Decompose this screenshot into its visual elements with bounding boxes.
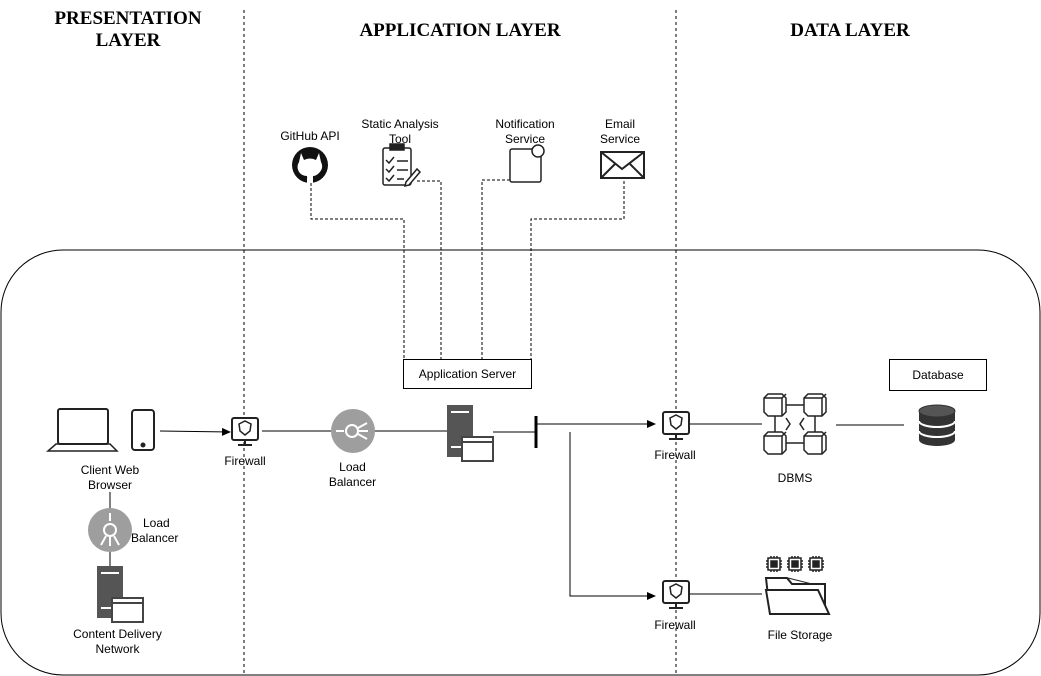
- firewall-icon-db: [662, 411, 690, 440]
- laptop-icon: [46, 408, 119, 452]
- notification-connector: [481, 179, 510, 360]
- service-connectors: [310, 179, 625, 360]
- app-lb-line1: Load: [339, 460, 366, 474]
- application-server-box: Application Server: [403, 359, 532, 389]
- dbms-cluster-icon: [763, 393, 827, 455]
- database-cylinder-icon: [918, 404, 956, 446]
- firewall-icon-storage: [662, 580, 690, 609]
- app-lb-label: Load Balancer: [320, 460, 385, 490]
- client-browser-label: Client Web Browser: [55, 463, 165, 493]
- header-presentation-line1: PRESENTATION: [54, 8, 202, 29]
- presentation-lb-line2: Balancer: [131, 531, 179, 545]
- email-label-line2: Service: [599, 132, 640, 146]
- browser-to-firewall: [159, 427, 231, 436]
- header-presentation-line2: LAYER: [95, 30, 161, 51]
- splitter-to-firewall-storage: [569, 432, 656, 600]
- server-icon-app: [447, 405, 494, 462]
- dbms-label: DBMS: [777, 471, 813, 485]
- static-analysis-label-line2: Tool: [388, 132, 411, 146]
- envelope-icon: [600, 151, 645, 179]
- notification-label-line1: Notification: [495, 117, 555, 131]
- static-analysis-label: Static Analysis Tool: [350, 117, 450, 147]
- github-api-label: GitHub API: [280, 129, 340, 143]
- firewall-icon-main: [231, 417, 259, 446]
- notification-label-line2: Service: [504, 132, 545, 146]
- presentation-lb-label: Load Balancer: [131, 516, 181, 546]
- firewall-db-label: Firewall: [654, 448, 696, 462]
- github-connector: [310, 183, 405, 360]
- load-balancer-icon-app: [331, 409, 375, 453]
- smartphone-icon: [131, 409, 155, 451]
- cdn-label-line2: Network: [95, 642, 140, 656]
- github-icon: [292, 147, 328, 183]
- database-box: Database: [889, 359, 987, 391]
- firewall-storage-label: Firewall: [654, 618, 696, 632]
- app-lb-line2: Balancer: [328, 475, 377, 489]
- load-balancer-icon-presentation: [88, 508, 132, 552]
- system-boundary: [0, 249, 1041, 676]
- cdn-label: Content Delivery Network: [55, 627, 180, 657]
- email-connector: [530, 181, 625, 360]
- chip-icons: [766, 556, 824, 572]
- static-analysis-connector: [417, 180, 442, 360]
- server-icon-cdn: [97, 566, 144, 623]
- cdn-label-line1: Content Delivery: [73, 627, 162, 641]
- email-service-label: Email Service: [585, 117, 655, 147]
- header-application-layer: APPLICATION LAYER: [359, 20, 561, 41]
- static-analysis-label-line1: Static Analysis: [361, 117, 439, 131]
- header-data-layer: DATA LAYER: [790, 20, 910, 41]
- header-presentation-layer: PRESENTATION LAYER: [18, 8, 238, 52]
- notification-icon: [509, 144, 545, 183]
- client-browser-line1: Client Web: [80, 463, 140, 477]
- flow-connectors: [109, 416, 904, 600]
- folder-icon: [764, 577, 831, 615]
- email-label-line1: Email: [604, 117, 635, 131]
- firewall-main-label: Firewall: [224, 454, 266, 468]
- file-storage-label: File Storage: [767, 628, 833, 642]
- client-browser-line2: Browser: [87, 478, 132, 492]
- notification-service-label: Notification Service: [475, 117, 575, 147]
- checklist-icon: [382, 143, 422, 188]
- presentation-lb-line1: Load: [143, 516, 170, 530]
